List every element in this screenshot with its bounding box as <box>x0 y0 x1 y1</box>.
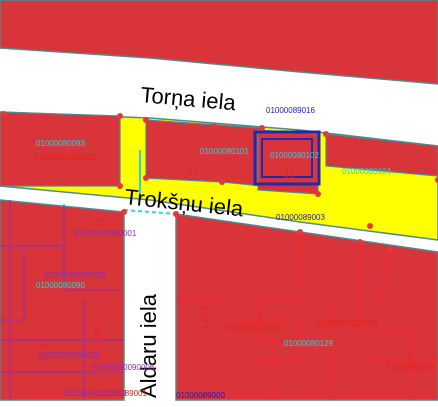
parcel-code-090005: 01000080090005 <box>38 351 101 360</box>
parcel-code-090: 01000080090 <box>36 281 85 290</box>
parcel-code-090002: 01000080090002 <box>44 271 107 280</box>
parcel-strip-right-red <box>325 133 438 177</box>
parcel-code-080104: 01000080104 <box>342 167 391 176</box>
parcel-code-089016: 01000089016 <box>266 106 315 115</box>
parcel-code-080093001: 01000080093001 <box>34 153 97 162</box>
house-number-11-top: 11 <box>188 163 198 175</box>
parcel-strip-center-red <box>145 119 263 187</box>
parcel-code-089000: 01000089000 <box>176 391 225 400</box>
house-number-11-left: 11 <box>97 218 109 228</box>
house-number-11-5: 11.5 <box>39 343 51 362</box>
parcel-code-080120001: 01000080120001 <box>222 323 285 332</box>
parcel-strip-left-red <box>0 111 121 187</box>
troksnu-street-line <box>123 209 177 215</box>
parcel-code-080120: 01000080120 <box>386 363 435 372</box>
building-outline-outer <box>253 130 321 186</box>
parcel-code-089001: 01000089001 <box>98 389 147 398</box>
house-number-12-14: 12/14 <box>199 304 211 330</box>
parcel-code-089003: 01000089003 <box>276 213 325 222</box>
parcel-code-080093: 01000080093 <box>36 139 85 148</box>
red-boundaries <box>176 232 438 400</box>
parcel-code-080102: 01000080102 <box>270 151 319 160</box>
parcel-code-090009: 01000080090009 <box>64 389 127 398</box>
street-label-aldaru: Aldaru iela <box>136 293 161 398</box>
parcel-sw-block <box>0 199 125 401</box>
boundary-nodes <box>1 111 438 253</box>
house-number-15: 15 <box>284 169 296 181</box>
parcel-top-block <box>0 0 438 85</box>
purple-boundaries <box>0 200 124 400</box>
parcel-code-080101: 01000080101 <box>200 147 249 156</box>
parcel-code-080129: 01000080129 <box>284 339 333 348</box>
parcel-code-090001: 01000080090001 <box>74 229 137 238</box>
parcel-code-080120002: 01000080120002 <box>316 319 379 328</box>
parcel-se-block <box>175 213 438 401</box>
house-number-9: 9/6 <box>91 325 103 340</box>
parcel-code-090006: 01000080090006 <box>92 363 155 372</box>
building-outline-inner <box>261 138 313 178</box>
